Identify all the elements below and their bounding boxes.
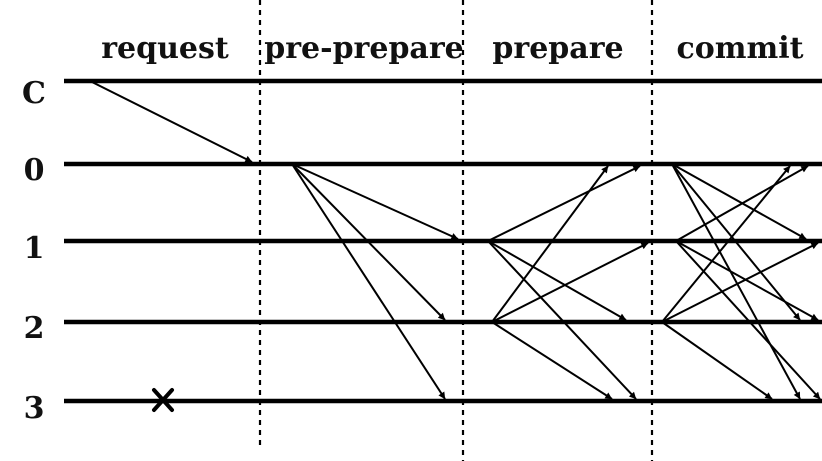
node-label-client: C <box>22 76 46 111</box>
node-label-replica-3: 3 <box>24 391 45 426</box>
arrow-prepare-2-to-1 <box>491 242 649 323</box>
arrow-commit-0-to-1 <box>671 163 807 240</box>
arrow-prepare-1-to-2 <box>487 240 627 321</box>
phase-label-request: request <box>101 31 229 66</box>
arrow-commit-1-to-2 <box>675 240 819 321</box>
arrow-request-C-to-0 <box>89 80 253 163</box>
arrow-prepare-2-to-3 <box>491 321 613 400</box>
arrow-commit-0-to-3 <box>671 163 801 400</box>
phase-label-prepare: prepare <box>492 31 623 66</box>
arrow-prepare-1-to-0 <box>487 165 641 242</box>
phase-label-pre-prepare: pre-prepare <box>264 31 464 66</box>
node-label-replica-2: 2 <box>24 311 45 346</box>
arrow-commit-1-to-3 <box>675 240 821 400</box>
arrow-prepare-1-to-3 <box>487 240 637 400</box>
arrow-commit-2-to-1 <box>661 242 819 323</box>
node-label-replica-0: 0 <box>24 153 45 188</box>
arrow-commit-0-to-2 <box>671 163 801 321</box>
message-arrows <box>89 80 821 400</box>
arrow-commit-2-to-3 <box>661 321 773 400</box>
arrow-pre-prepare-0-to-3 <box>291 163 446 400</box>
arrow-commit-2-to-0 <box>661 165 791 323</box>
arrow-commit-1-to-0 <box>675 165 809 242</box>
node-label-replica-1: 1 <box>24 231 45 266</box>
arrow-pre-prepare-0-to-2 <box>291 163 446 321</box>
arrow-prepare-2-to-0 <box>491 165 609 323</box>
x-mark-icon <box>152 388 174 412</box>
phase-label-commit: commit <box>676 31 803 66</box>
arrow-pre-prepare-0-to-1 <box>291 163 459 240</box>
